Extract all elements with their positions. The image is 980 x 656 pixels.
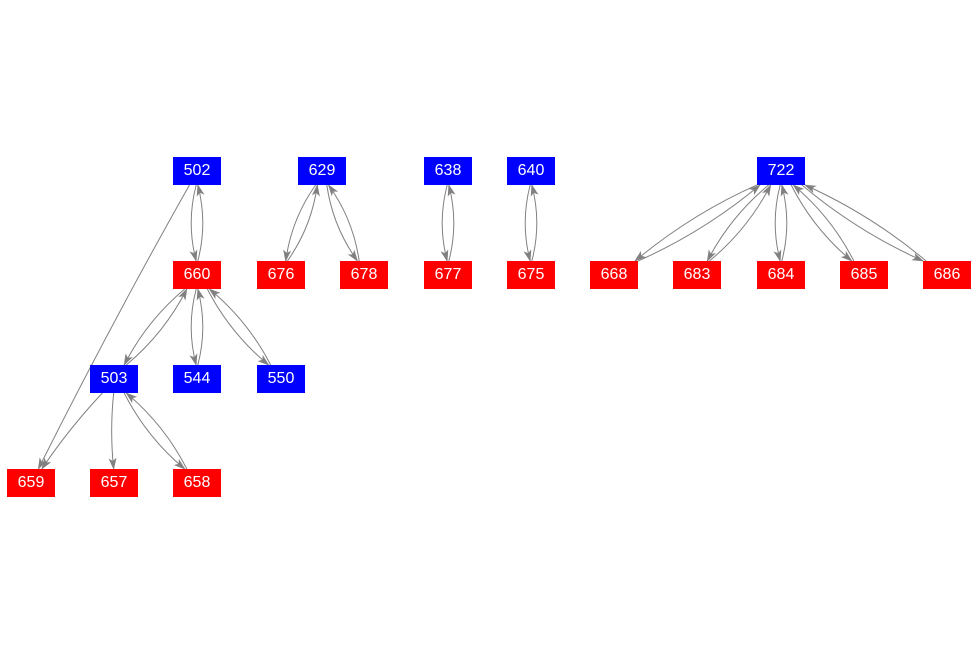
node-658[interactable]: 658 [173,469,221,497]
edge-676-to-629 [286,184,320,262]
node-683[interactable]: 683 [673,261,721,289]
edge-675-to-640 [530,184,539,262]
edge-668-to-722 [637,184,761,262]
node-550[interactable]: 550 [257,365,305,393]
edge-660-to-550 [206,288,270,366]
edge-722-to-685 [790,184,853,262]
edge-629-to-678 [326,184,359,262]
edge-503-to-660 [125,288,188,366]
node-686[interactable]: 686 [923,261,971,289]
node-660[interactable]: 660 [173,261,221,289]
edge-686-to-722 [804,184,927,262]
node-629[interactable]: 629 [298,157,346,185]
edge-640-to-675 [523,184,532,262]
node-685[interactable]: 685 [840,261,888,289]
edge-722-to-668 [634,184,758,262]
node-640[interactable]: 640 [507,157,555,185]
edge-677-to-638 [447,184,456,262]
edge-722-to-684 [773,184,782,262]
edge-658-to-503 [125,392,188,470]
node-657[interactable]: 657 [90,469,138,497]
edge-722-to-686 [801,184,924,262]
node-502[interactable]: 502 [173,157,221,185]
node-544[interactable]: 544 [173,365,221,393]
edge-678-to-629 [327,184,360,262]
edge-544-to-660 [196,288,205,366]
edge-660-to-502 [196,184,205,262]
edge-503-to-657 [108,392,117,470]
edge-683-to-722 [709,184,772,262]
edge-660-to-503 [123,288,186,366]
edge-502-to-659 [37,184,190,470]
edge-685-to-722 [792,184,855,262]
node-675[interactable]: 675 [507,261,555,289]
edge-503-to-659 [41,392,103,470]
edge-550-to-660 [208,288,272,366]
node-678[interactable]: 678 [340,261,388,289]
node-684[interactable]: 684 [757,261,805,289]
edge-629-to-676 [283,184,317,262]
node-638[interactable]: 638 [424,157,472,185]
edge-722-to-683 [706,184,769,262]
edge-503-to-658 [123,392,186,470]
node-722[interactable]: 722 [757,157,805,185]
node-677[interactable]: 677 [424,261,472,289]
edge-684-to-722 [780,184,789,262]
node-503[interactable]: 503 [90,365,138,393]
node-668[interactable]: 668 [590,261,638,289]
edge-660-to-544 [189,288,198,366]
edge-638-to-677 [440,184,449,262]
node-659[interactable]: 659 [7,469,55,497]
node-676[interactable]: 676 [257,261,305,289]
edge-502-to-660 [189,184,198,262]
